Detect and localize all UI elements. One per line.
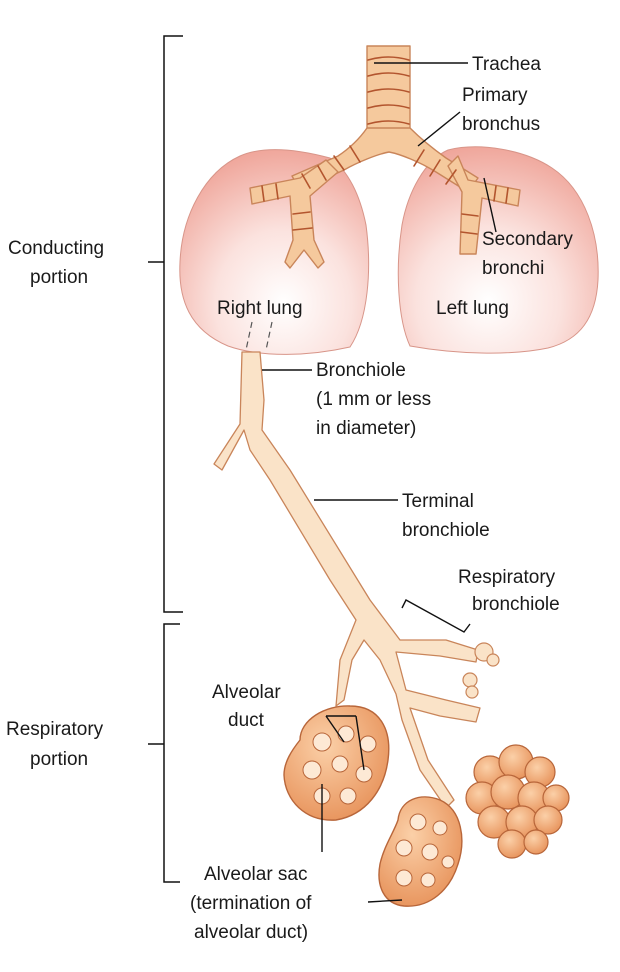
alveolar-sac-line2: (termination of xyxy=(190,893,312,914)
left-lung-label: Left lung xyxy=(436,298,509,319)
terminal-bronchiole-line2: bronchiole xyxy=(402,520,490,541)
terminal-bronchiole-line1: Terminal xyxy=(402,491,474,512)
left-secondary-bronchi xyxy=(447,155,521,255)
secondary-bronchi-label: Secondary bronchi xyxy=(482,229,578,279)
alveolar-sac-line1: Alveolar sac xyxy=(204,864,308,885)
bronchiole-line2: (1 mm or less xyxy=(316,389,431,410)
respiratory-bronchiole-line2: bronchiole xyxy=(472,594,560,615)
bronchiole-tube xyxy=(213,351,481,809)
right-lung-shape xyxy=(179,149,370,355)
primary-bronchus-line1: Primary xyxy=(462,85,528,106)
bronchiole-line3: in diameter) xyxy=(316,418,416,439)
alveolar-duct-label: Alveolar duct xyxy=(212,682,286,731)
trachea-label: Trachea xyxy=(472,54,541,75)
alveolar-duct-line2: duct xyxy=(228,710,265,731)
conducting-label-line2: portion xyxy=(30,267,88,288)
cartilage-rings xyxy=(261,56,509,235)
primary-bronchus-line2: bronchus xyxy=(462,114,540,135)
alveolar-sac-right xyxy=(465,744,570,859)
primary-bronchus-label: Primary bronchus xyxy=(462,85,540,135)
conducting-label: Conducting portion xyxy=(8,238,109,288)
leader-lines xyxy=(262,62,497,903)
secondary-bronchi-line2: bronchi xyxy=(482,258,544,279)
alveolar-duct-line1: Alveolar xyxy=(212,682,281,703)
respiratory-bronchiole-tip xyxy=(462,642,500,699)
right-lung-label: Right lung xyxy=(217,298,303,319)
alveolar-sac-middle xyxy=(378,796,463,907)
bronchiole-tree xyxy=(213,351,481,809)
bronchiole-dashes xyxy=(245,321,273,351)
alveolar-sac-label: Alveolar sac (termination of alveolar du… xyxy=(190,864,317,943)
respiratory-bronchiole-label: Respiratory bronchiole xyxy=(458,567,560,615)
conducting-label-line1: Conducting xyxy=(8,238,104,259)
secondary-bronchi-line1: Secondary xyxy=(482,229,573,250)
bronchiole-label: Bronchiole (1 mm or less in diameter) xyxy=(316,360,436,439)
bronchiole-line1: Bronchiole xyxy=(316,360,406,381)
respiratory-label-line2: portion xyxy=(30,749,88,770)
respiratory-bronchiole-line1: Respiratory xyxy=(458,567,556,588)
left-lung-shape xyxy=(397,146,599,354)
respiratory-bracket xyxy=(148,623,180,883)
conducting-bracket xyxy=(148,35,183,613)
alveolar-sac-left xyxy=(283,705,390,821)
alveolar-sac-line3: alveolar duct) xyxy=(194,922,308,943)
terminal-bronchiole-label: Terminal bronchiole xyxy=(402,491,490,541)
respiratory-label-line1: Respiratory xyxy=(6,719,104,740)
respiratory-label: Respiratory portion xyxy=(6,719,108,770)
